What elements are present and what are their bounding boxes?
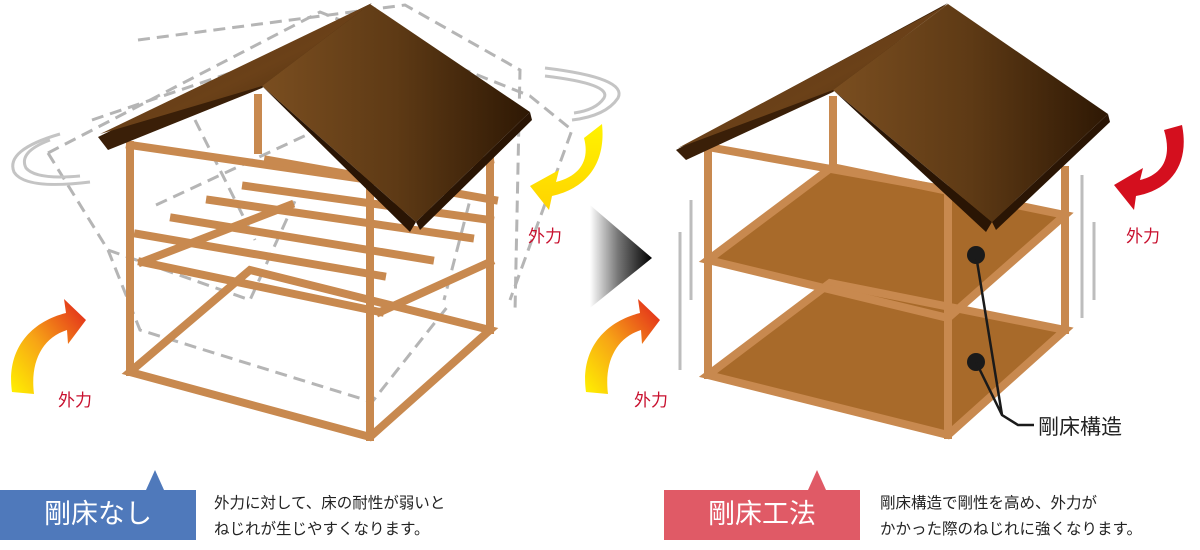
transition-arrow — [590, 205, 652, 308]
motion-swirl — [11, 66, 621, 186]
caption-line-2: ねじれが生じやすくなります。 — [214, 520, 430, 538]
force-label-left-top: 外力 — [528, 227, 562, 247]
caption-line-1: 剛床構造で剛性を高め、外力が — [880, 494, 1098, 512]
force-label-right-top: 外力 — [1126, 227, 1160, 247]
force-arrow-top-right — [1114, 125, 1184, 210]
force-arrow-top-left — [530, 124, 603, 210]
wood-frame — [698, 96, 1074, 440]
roof — [676, 3, 1110, 232]
wood-frame — [121, 94, 499, 442]
rigid-floor-structure-label: 剛床構造 — [1038, 415, 1122, 439]
badge-label: 剛床なし — [44, 499, 152, 530]
caption-without-rigid-floor: 外力に対して、床の耐性が弱いと ねじれが生じやすくなります。 — [214, 490, 445, 542]
house-without-rigid-floor — [11, 3, 621, 442]
force-label-right-bottom: 外力 — [634, 391, 668, 411]
roof — [98, 3, 532, 232]
force-arrow-bottom-right — [585, 299, 660, 394]
badge-tip — [808, 470, 826, 490]
caption-rigid-floor-method: 剛床構造で剛性を高め、外力が かかった際のねじれに強くなります。 — [880, 490, 1142, 542]
callout-markers — [967, 246, 1034, 427]
caption-line-2: かかった際のねじれに強くなります。 — [880, 520, 1142, 538]
house-with-rigid-floor — [585, 3, 1184, 440]
badge-tip — [146, 470, 164, 490]
badge-without-rigid-floor: 剛床なし — [0, 470, 196, 540]
badge-rigid-floor-method: 剛床工法 — [664, 470, 860, 540]
force-label-left-bottom: 外力 — [58, 391, 92, 411]
force-arrow-bottom-left — [11, 299, 86, 394]
badge-label: 剛床工法 — [708, 499, 816, 530]
vibration-lines — [678, 175, 1096, 370]
caption-line-1: 外力に対して、床の耐性が弱いと — [214, 494, 446, 512]
